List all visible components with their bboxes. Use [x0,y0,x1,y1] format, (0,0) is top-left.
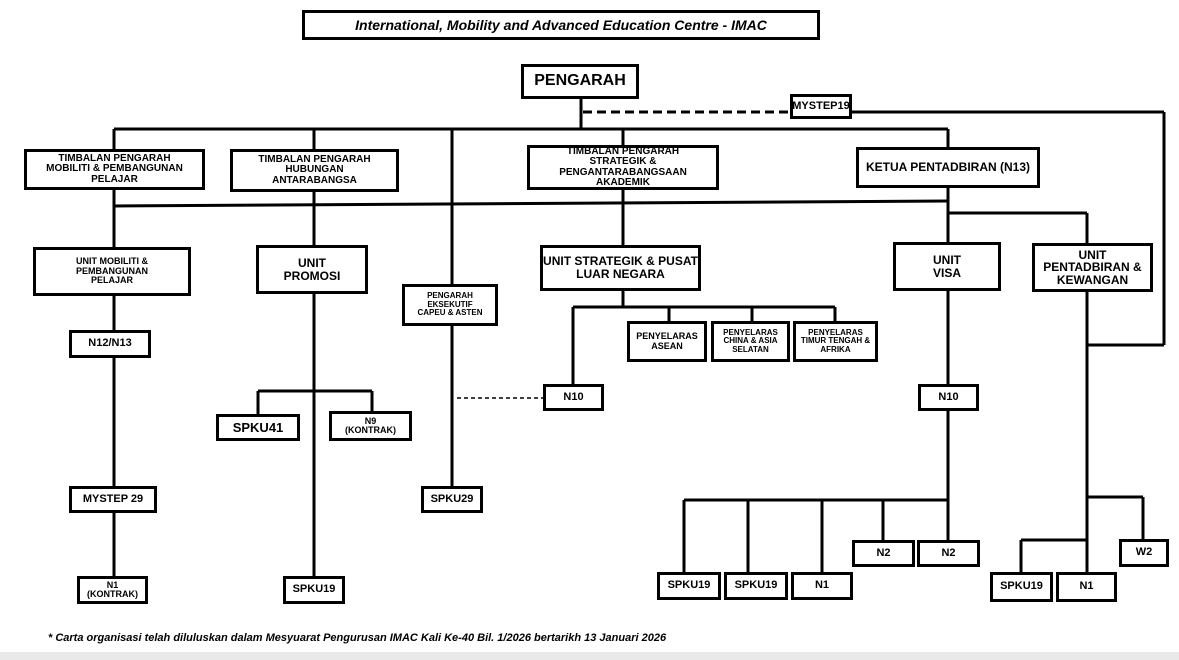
node-penyelaras-china: PENYELARAS CHINA & ASIA SELATAN [711,321,790,362]
node-n10-strategik: N10 [543,384,604,411]
node-unit-promosi: UNIT PROMOSI [256,245,368,294]
bottom-strip [0,652,1179,660]
node-penyelaras-timur-tengah: PENYELARAS TIMUR TENGAH & AFRIKA [793,321,878,362]
node-n1-pentadbiran: N1 [1056,572,1117,602]
node-unit-strategik: UNIT STRATEGIK & PUSAT LUAR NEGARA [540,245,701,291]
node-spku29: SPKU29 [421,486,483,513]
node-n2-a: N2 [852,540,915,567]
node-w2: W2 [1119,539,1169,567]
node-spku19-promosi: SPKU19 [283,576,345,604]
node-n1-visa: N1 [791,572,853,600]
node-mystep29: MYSTEP 29 [69,486,157,513]
node-n1-kontrak: N1 (KONTRAK) [77,576,148,604]
page-title: International, Mobility and Advanced Edu… [302,10,820,40]
approval-footnote: * Carta organisasi telah diluluskan dala… [48,632,667,644]
node-n2-b: N2 [917,540,980,567]
node-n9-kontrak: N9 (KONTRAK) [329,411,412,441]
node-spku41: SPKU41 [216,414,300,441]
node-timbalan-pengarah-strategik: TIMBALAN PENGARAH STRATEGIK & PENGANTARA… [527,145,719,190]
node-unit-pentadbiran: UNIT PENTADBIRAN & KEWANGAN [1032,243,1153,292]
node-ketua-pentadbiran: KETUA PENTADBIRAN (N13) [856,147,1040,188]
node-penyelaras-asean: PENYELARAS ASEAN [627,321,707,362]
node-pengarah-eksekutif: PENGARAH EKSEKUTIF CAPEU & ASTEN [402,284,498,326]
node-spku19-pentadbiran: SPKU19 [990,572,1053,602]
node-unit-visa: UNIT VISA [893,242,1001,291]
node-pengarah: PENGARAH [521,64,639,99]
node-spku19-visa-a: SPKU19 [657,572,721,600]
node-n12-n13: N12/N13 [69,330,151,358]
node-mystep19: MYSTEP19 [790,94,852,119]
node-spku19-visa-b: SPKU19 [724,572,788,600]
node-timbalan-pengarah-mobiliti: TIMBALAN PENGARAH MOBILITI & PEMBANGUNAN… [24,149,205,190]
node-timbalan-pengarah-hubungan: TIMBALAN PENGARAH HUBUNGAN ANTARABANGSA [230,149,399,192]
node-n10-visa: N10 [918,384,979,411]
node-unit-mobiliti: UNIT MOBILITI & PEMBANGUNAN PELAJAR [33,247,191,296]
